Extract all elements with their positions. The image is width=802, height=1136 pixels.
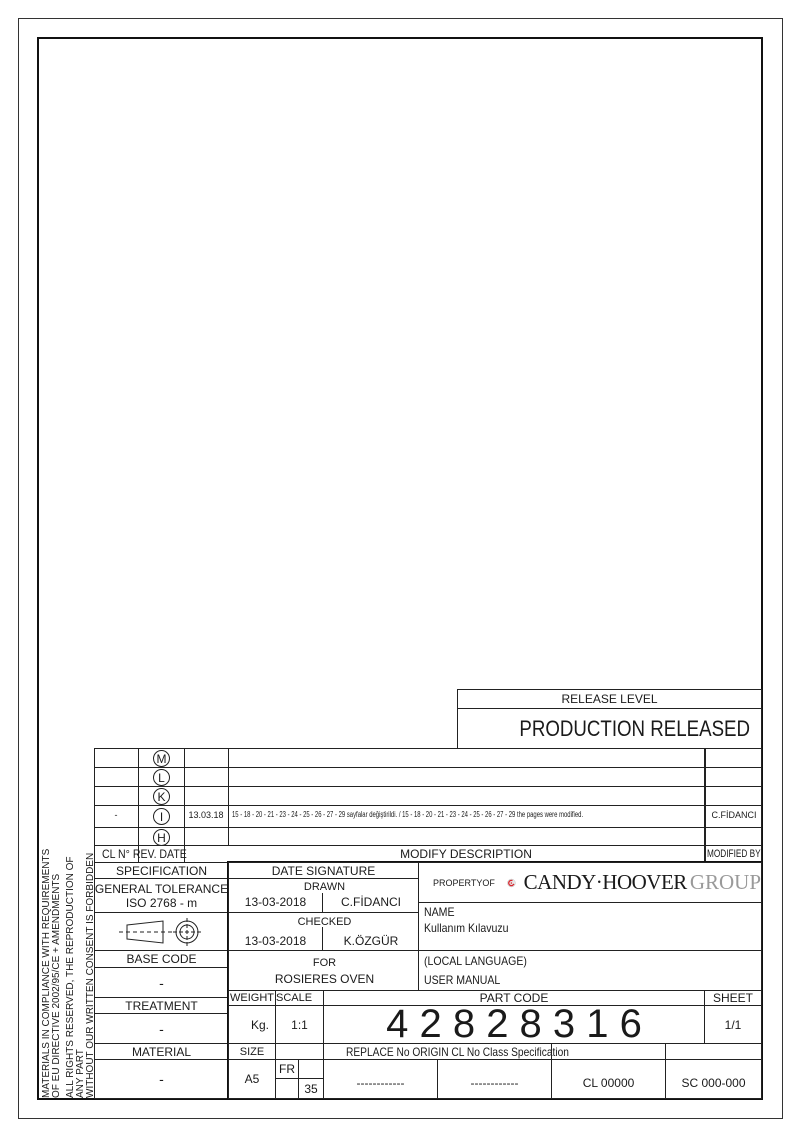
rev-letter: H — [153, 829, 170, 846]
drawn-date: 13-03-2018 — [244, 895, 307, 909]
release-level-label: RELEASE LEVEL — [457, 689, 762, 709]
local-language-value: USER MANUAL — [424, 973, 501, 987]
rev-modified-by: C.FİDANCI — [711, 810, 757, 820]
material-value: - — [94, 1059, 229, 1099]
note-line: OF EU DIRECTIVE 2002/95/CE + AMENDMENTS — [51, 873, 62, 1098]
for-cell: FOR ROSIERES OVEN — [228, 950, 419, 991]
rev-row-i: I — [153, 808, 170, 825]
size-value: A5 — [228, 1059, 276, 1099]
for-value: ROSIERES OVEN — [274, 972, 375, 986]
rev-row-m: M — [153, 750, 170, 767]
rev-letter: L — [153, 769, 170, 786]
blank-cell — [275, 1043, 324, 1060]
base-code-label: BASE CODE — [94, 950, 229, 968]
divider — [665, 1043, 666, 1059]
name-label: NAME — [424, 905, 455, 919]
drawn-cell: DRAWN 13-03-2018 C.FİDANCI — [228, 878, 419, 913]
tolerance-standard: ISO 2768 - m — [125, 895, 198, 910]
divider — [322, 927, 323, 951]
rev-letter: K — [153, 788, 170, 805]
base-code-value: - — [94, 967, 229, 998]
first-angle-projection-icon — [118, 917, 201, 946]
outer-frame — [18, 18, 783, 1119]
header-modified-by: MODIFIED BY — [707, 848, 761, 860]
header-cl-rev-date: CL N° REV. DATE — [102, 847, 187, 861]
scale-value: 1:1 — [275, 1005, 324, 1044]
property-cell: PROPERTYOF CANDY·HOOVER GROUP — [418, 862, 762, 903]
replace-label: REPLACE No ORIGIN CL No Class Specificat… — [346, 1045, 569, 1059]
drawn-by: C.FİDANCI — [341, 895, 401, 909]
checked-date: 13-03-2018 — [244, 934, 307, 948]
rev-row-h: H — [153, 829, 170, 846]
projection-symbol-cell — [94, 912, 229, 951]
origin-value: ------------ — [437, 1059, 552, 1099]
sheet-label: SHEET — [704, 990, 762, 1006]
candy-hoover-logo-icon — [507, 878, 516, 887]
rev-description: 15 - 18 - 20 - 21 - 23 - 24 - 25 - 26 - … — [232, 810, 584, 819]
scale-label: SCALE — [275, 990, 324, 1006]
rev-row-l: L — [153, 769, 170, 786]
property-label: PROPERTYOF — [433, 877, 495, 888]
sheet-value: 1/1 — [704, 1005, 762, 1044]
name-value: Kullanım Kılavuzu — [424, 921, 509, 935]
header-modify-description: MODIFY DESCRIPTION — [400, 847, 532, 861]
tolerance-line: GENERAL TOLERANCE — [94, 881, 229, 896]
drawn-label: DRAWN — [303, 881, 346, 893]
cl-value: CL 00000 — [551, 1059, 666, 1099]
replace-value: ------------ — [323, 1059, 438, 1099]
checked-by: K.ÖZGÜR — [343, 934, 399, 948]
divider — [298, 1059, 299, 1099]
divider — [228, 748, 229, 845]
rev-cl: - — [114, 810, 118, 820]
divider — [94, 767, 762, 768]
material-label: MATERIAL — [94, 1043, 229, 1060]
divider — [184, 748, 185, 862]
specification-label: SPECIFICATION — [94, 862, 229, 879]
divider — [322, 893, 323, 913]
replace-header: REPLACE No ORIGIN CL No Class Specificat… — [323, 1043, 762, 1060]
rev-letter: I — [153, 808, 170, 825]
release-level-text: PRODUCTION RELEASED — [519, 715, 750, 741]
note-line: ALL RIGHTS RESERVED, THE REPRODUCTION OF… — [65, 856, 86, 1098]
local-language-cell: (LOCAL LANGUAGE) USER MANUAL — [418, 950, 762, 991]
divider — [94, 786, 762, 787]
release-level-value: PRODUCTION RELEASED — [457, 708, 762, 749]
brand-name: CANDY·HOOVER — [523, 870, 688, 894]
size-label: SIZE — [228, 1043, 276, 1060]
divider — [138, 748, 139, 862]
date-signature-label: DATE SIGNATURE — [228, 862, 419, 879]
rev-letter: M — [153, 750, 170, 767]
weight-label: WEIGHT — [228, 990, 276, 1006]
fr-cell — [275, 1059, 324, 1099]
for-label: FOR — [312, 957, 337, 969]
name-cell: NAME Kullanım Kılavuzu — [418, 902, 762, 951]
part-code-value: 4 2 8 2 8 3 1 6 — [323, 1002, 705, 1046]
divider — [94, 805, 762, 806]
treatment-value: - — [94, 1013, 229, 1044]
weight-value: Kg. — [228, 1005, 276, 1044]
checked-cell: CHECKED 13-03-2018 K.ÖZGÜR — [228, 912, 419, 951]
divider — [704, 748, 706, 862]
divider — [94, 845, 762, 846]
local-language-label: (LOCAL LANGUAGE) — [424, 954, 527, 968]
rev-row-k: K — [153, 788, 170, 805]
divider — [551, 1043, 552, 1060]
treatment-label: TREATMENT — [94, 997, 229, 1014]
compliance-note: MATERIALS IN COMPLIANCE WITH REQUIREMENT… — [40, 848, 96, 1098]
brand-suffix: GROUP — [689, 870, 761, 894]
checked-label: CHECKED — [297, 916, 352, 928]
general-tolerance: GENERAL TOLERANCE ISO 2768 - m — [94, 878, 229, 913]
divider — [94, 827, 762, 828]
class-spec-value: SC 000-000 — [665, 1059, 762, 1099]
rev-date: 13.03.18 — [188, 810, 224, 820]
